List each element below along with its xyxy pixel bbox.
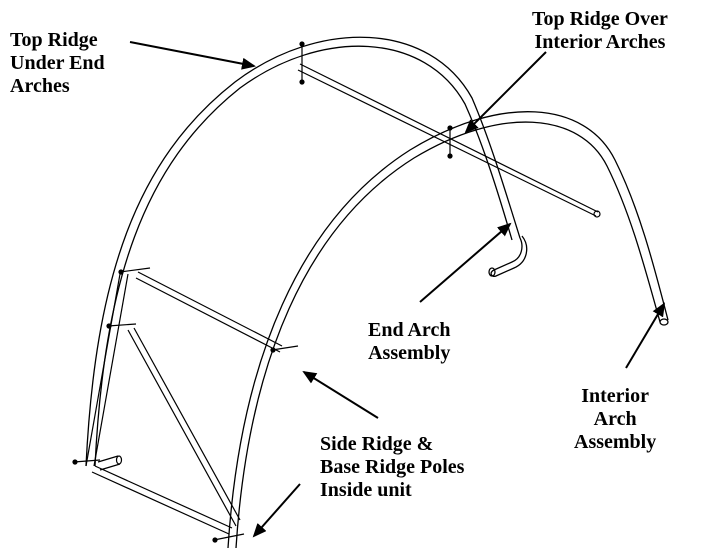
label-line: Side Ridge & — [320, 433, 434, 455]
arrow-interior-arch — [625, 302, 666, 369]
side-ridge-pole — [135, 271, 283, 353]
label-side-ridge-base-ridge-poles: Side Ridge & Base Ridge Poles Inside uni… — [320, 433, 464, 502]
label-line: Assembly — [574, 431, 657, 453]
label-line: Top Ridge Over — [532, 8, 668, 30]
leader-arrows — [129, 41, 666, 538]
end-arch — [85, 36, 528, 467]
label-line: Arch — [593, 408, 637, 430]
arrow-side-ridge-lower — [252, 483, 301, 538]
label-interior-arch-assembly: Interior Arch Assembly — [574, 385, 656, 454]
label-top-ridge-over-interior-arches: Top Ridge Over Interior Arches — [532, 8, 668, 54]
label-line: Base Ridge Poles — [320, 456, 465, 478]
label-top-ridge-under-end-arches: Top Ridge Under End Arches — [10, 29, 105, 98]
label-line: Interior — [581, 385, 649, 407]
arrow-side-ridge-upper — [302, 370, 379, 419]
arrow-end-arch — [419, 222, 512, 303]
label-end-arch-assembly: End Arch Assembly — [368, 319, 450, 365]
connector-pins — [72, 41, 453, 543]
base-ridge-pole — [85, 273, 241, 535]
label-line: Top Ridge — [10, 29, 98, 51]
arrow-top-ridge-over — [464, 51, 547, 134]
label-line: Interior Arches — [534, 31, 666, 53]
label-line: Under End — [10, 52, 105, 74]
label-line: Assembly — [368, 342, 451, 364]
label-line: End Arch — [368, 319, 451, 341]
top-ridge-pole — [297, 63, 601, 218]
arrow-top-ridge-under — [129, 41, 256, 70]
label-line: Inside unit — [320, 479, 412, 501]
label-line: Arches — [10, 75, 70, 97]
